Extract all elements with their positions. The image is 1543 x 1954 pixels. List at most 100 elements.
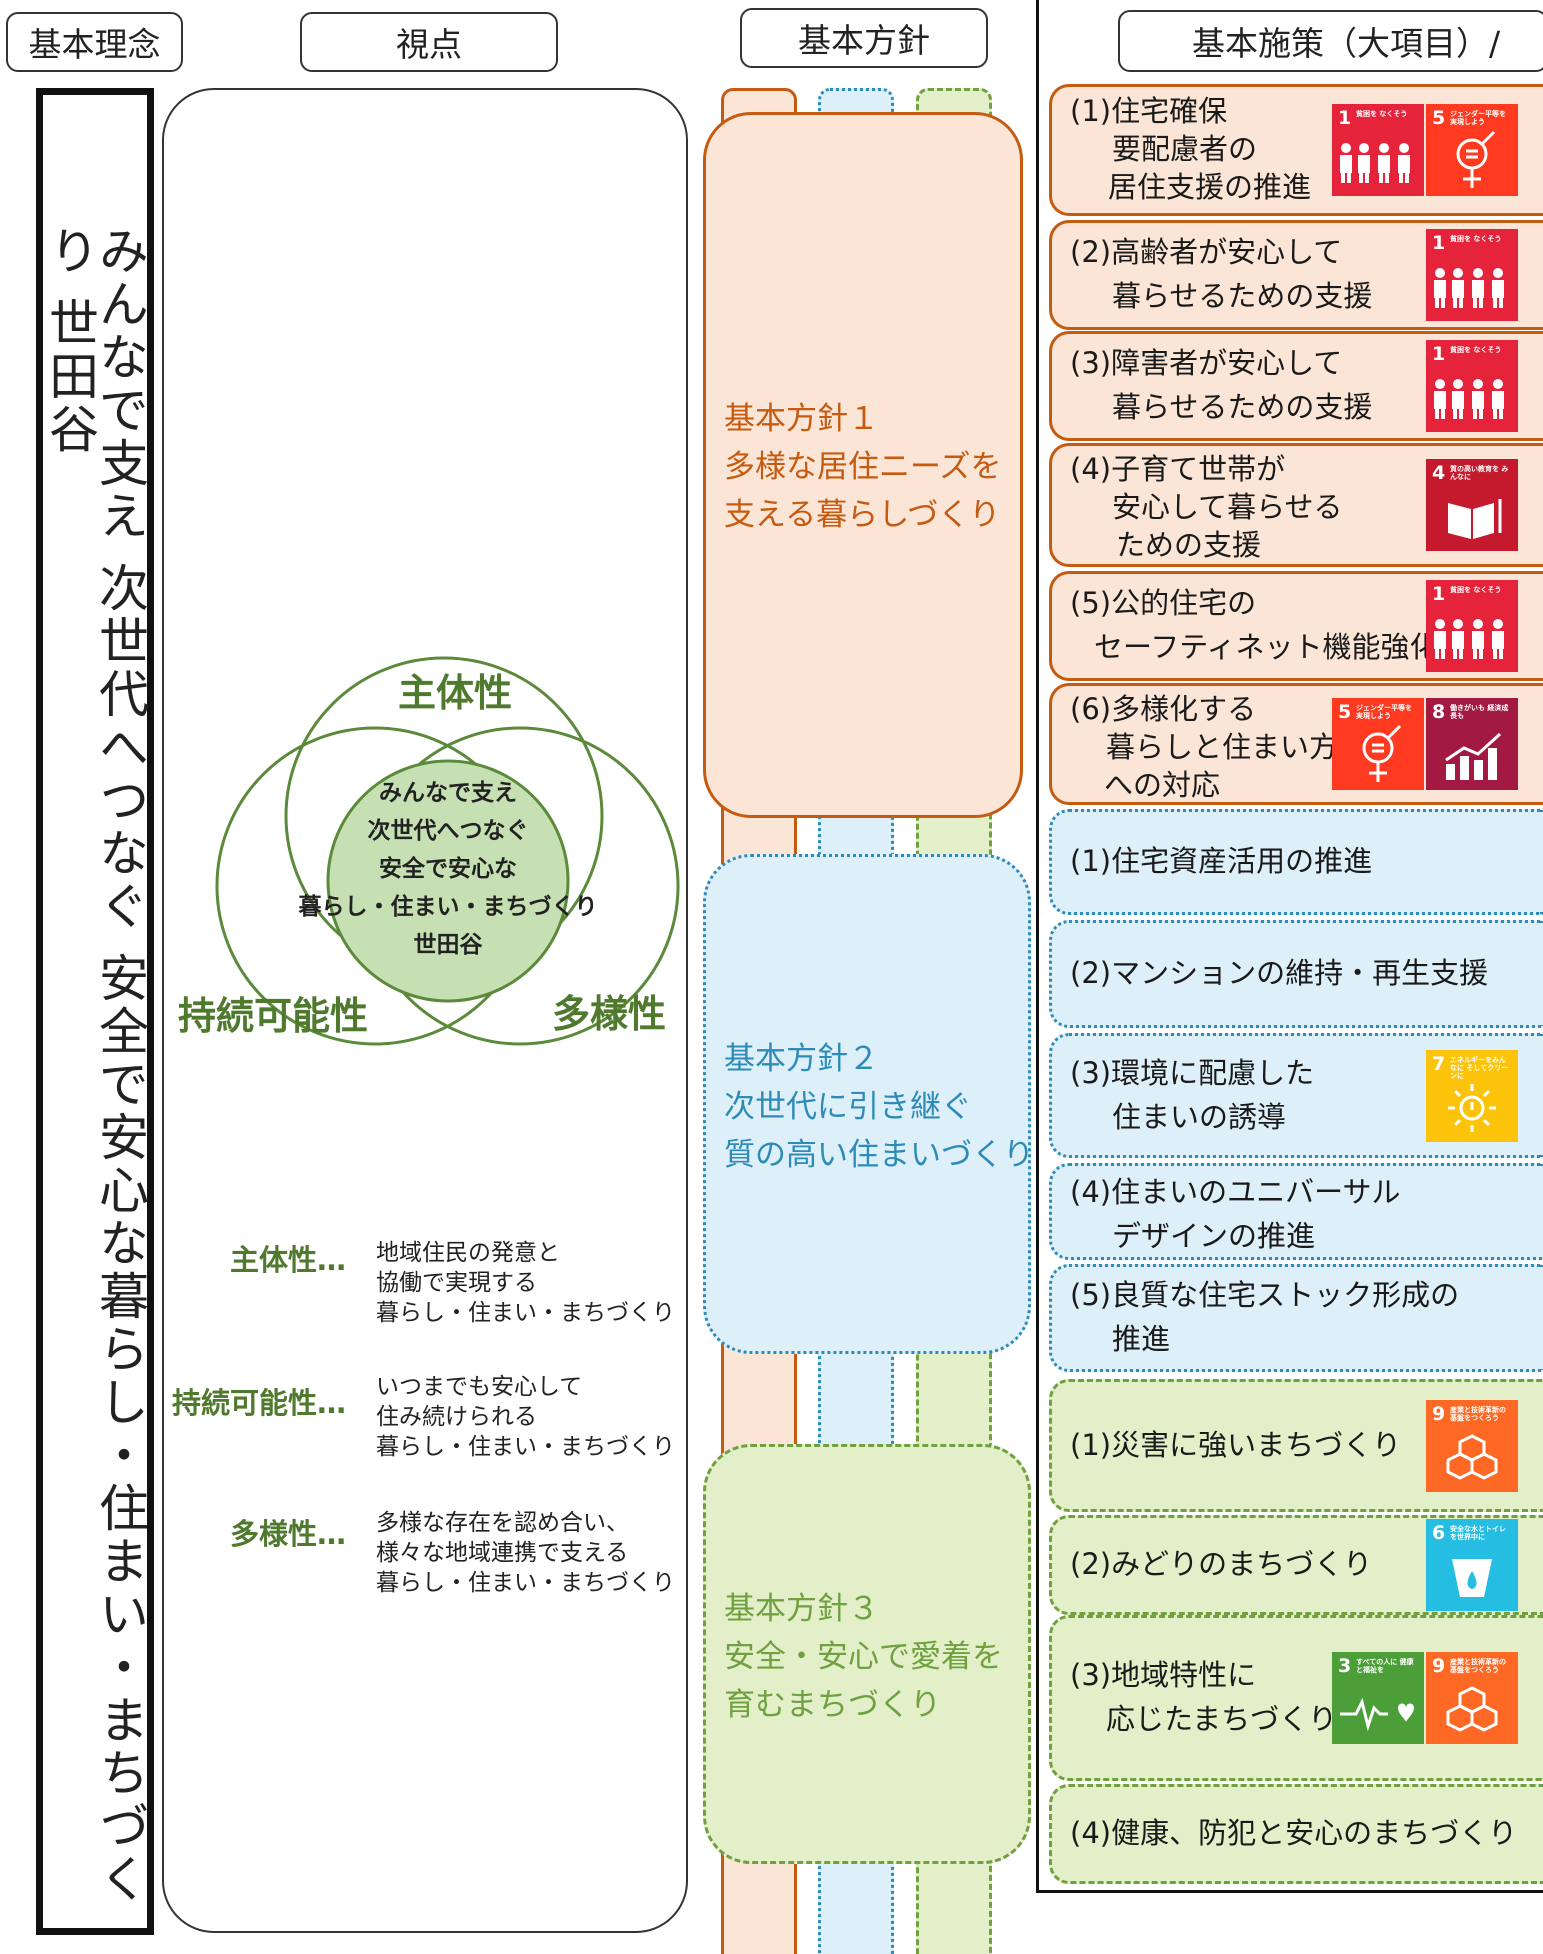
- sdg-label: エネルギーをみんなに そしてクリーンに: [1450, 1056, 1509, 1080]
- header-viewpoint: 視点: [300, 12, 558, 72]
- measure-line: (5)公的住宅の: [1070, 586, 1257, 620]
- sdg-number: 5: [1432, 107, 1446, 129]
- sdg-number: 5: [1338, 701, 1352, 723]
- sdg-goal-1-badge: 1 貧困を なくそう: [1426, 340, 1518, 432]
- measure-text: (2)高齢者が安心して暮らせるための支援: [1070, 230, 1372, 318]
- book-icon: [1448, 499, 1502, 539]
- viewpoint-desc-line: 住み続けられる: [376, 1404, 537, 1430]
- policy-line: 基本方針３: [724, 1591, 879, 1627]
- policy-line: 基本方針２: [724, 1041, 879, 1077]
- measure-text: (4)子育て世帯が安心して暮らせるための支援: [1070, 450, 1343, 564]
- sdg-label: 貧困を なくそう: [1450, 235, 1502, 243]
- measure-text: (1)住宅確保要配慮者の居住支援の推進: [1070, 92, 1311, 206]
- measure-text: (4)住まいのユニバーサルデザインの推進: [1070, 1170, 1401, 1258]
- sdg-label: 産業と技術革新の 基盤をつくろう: [1450, 1658, 1506, 1674]
- measure-line: (2)マンションの維持・再生支援: [1070, 956, 1489, 990]
- measure-text: (3)環境に配慮した住まいの誘導: [1070, 1051, 1314, 1139]
- water-icon: [1452, 1559, 1492, 1597]
- viewpoint-desc-line: 地域住民の発意と: [376, 1240, 560, 1266]
- sdg-number: 3: [1338, 1655, 1352, 1677]
- measure-line: (2)高齢者が安心して: [1070, 235, 1343, 269]
- policy-line: 多様な居住ニーズを: [724, 449, 1002, 485]
- measure-text: (3)地域特性に応じたまちづくり: [1070, 1653, 1337, 1741]
- measure-line: (1)住宅資産活用の推進: [1070, 844, 1373, 878]
- viewpoint-desc: 地域住民の発意と 協働で実現する 暮らし・住まい・まちづくり: [376, 1238, 675, 1328]
- sdg-label: 貧困を なくそう: [1356, 110, 1408, 118]
- venn-diagram: [215, 656, 680, 1046]
- measure-line: への対応: [1104, 768, 1221, 802]
- viewpoint-desc: 多様な存在を認め合い、 様々な地域連携で支える 暮らし・住まい・まちづくり: [376, 1508, 675, 1598]
- measure-line: (3)地域特性に: [1070, 1658, 1257, 1692]
- measure-text: (4)健康、防犯と安心のまちづくり: [1070, 1814, 1517, 1852]
- header-philosophy: 基本理念: [6, 12, 183, 72]
- viewpoint-term: 持続可能性…: [171, 1386, 346, 1420]
- measure-line: 住まいの誘導: [1112, 1100, 1287, 1134]
- sdg-label: 産業と技術革新の 基盤をつくろう: [1450, 1406, 1506, 1422]
- measure-line: 暮らせるための支援: [1112, 390, 1373, 424]
- sdg-label: 貧困を なくそう: [1450, 346, 1502, 354]
- viewpoint-desc-line: 様々な地域連携で支える: [376, 1540, 629, 1566]
- policy-line: 質の高い住まいづくり: [724, 1137, 1034, 1173]
- sdg-goal-1-badge: 1 貧困を なくそう: [1332, 104, 1424, 196]
- gender-icon: [1456, 130, 1496, 188]
- sdg-label: 安全な水とトイレ を世界中に: [1450, 1525, 1506, 1541]
- measure-text: (1)住宅資産活用の推進: [1070, 842, 1372, 880]
- measure-text: (3)障害者が安心して暮らせるための支援: [1070, 341, 1372, 429]
- venn-label-diversity: 多様性: [552, 992, 667, 1036]
- viewpoint-term: 主体性…: [229, 1243, 346, 1277]
- sun-icon: [1448, 1084, 1496, 1132]
- measure-text: (1)災害に強いまちづくり: [1070, 1426, 1401, 1464]
- venn-center-line: 次世代へつなぐ: [367, 818, 529, 844]
- measure-line: (3)環境に配慮した: [1070, 1056, 1315, 1090]
- viewpoint-desc-line: 暮らし・住まい・まちづくり: [376, 1300, 675, 1326]
- policy-line: 支える暮らしづくり: [724, 497, 1001, 533]
- measure-line: (4)住まいのユニバーサル: [1070, 1175, 1401, 1209]
- measure-item: (3)障害者が安心して暮らせるための支援 1 貧困を なくそう: [1049, 331, 1543, 441]
- viewpoint-desc-line: 多様な存在を認め合い、: [376, 1510, 629, 1536]
- venn-label-subjectivity: 主体性: [398, 671, 513, 715]
- venn-label-sustainability: 持続可能性: [178, 994, 369, 1038]
- cubes-icon: [1446, 1686, 1498, 1732]
- venn-center-line: みんなで支え: [379, 780, 517, 806]
- measure-line: 暮らしと住まい方: [1106, 730, 1339, 764]
- viewpoint-desc-line: 暮らし・住まい・まちづくり: [376, 1570, 675, 1596]
- policy-text: 基本方針３ 安全・安心で愛着を 育むまちづくり: [724, 1585, 1003, 1729]
- measure-text: (5)公的住宅のセーフティネット機能強化: [1070, 581, 1439, 669]
- header-policy: 基本方針: [740, 8, 988, 68]
- measure-line: 安心して暮らせる: [1112, 490, 1343, 524]
- measure-line: (1)災害に強いまちづくり: [1070, 1428, 1402, 1462]
- people-icon: [1434, 619, 1504, 659]
- policy-card-1: 基本方針１ 多様な居住ニーズを 支える暮らしづくり: [703, 112, 1023, 818]
- policy-line: 基本方針１: [724, 401, 879, 437]
- venn-center-line: 世田谷: [413, 932, 483, 958]
- sdg-number: 1: [1432, 343, 1446, 365]
- measure-item: (4)住まいのユニバーサルデザインの推進: [1049, 1163, 1543, 1260]
- measure-text: (6)多様化する暮らしと住まい方への対応: [1070, 690, 1338, 804]
- policy-card-3: 基本方針３ 安全・安心で愛着を 育むまちづくり: [703, 1444, 1031, 1864]
- viewpoint-desc: いつまでも安心して 住み続けられる 暮らし・住まい・まちづくり: [376, 1372, 675, 1462]
- sdg-label: ジェンダー平等を 実現しよう: [1450, 110, 1506, 126]
- measure-text: (5)良質な住宅ストック形成の推進: [1070, 1273, 1459, 1361]
- heartbeat-icon: [1340, 1697, 1414, 1732]
- measure-line: 推進: [1112, 1322, 1171, 1356]
- measure-line: (4)子育て世帯が: [1070, 452, 1286, 486]
- policy-text: 基本方針２ 次世代に引き継ぐ 質の高い住まいづくり: [724, 1035, 1034, 1179]
- viewpoint-term: 多様性…: [229, 1517, 346, 1551]
- venn-center-area: [326, 759, 570, 1003]
- sdg-number: 1: [1338, 107, 1352, 129]
- cubes-icon: [1446, 1434, 1498, 1480]
- sdg-label: ジェンダー平等を 実現しよう: [1356, 704, 1412, 720]
- measure-item: (5)良質な住宅ストック形成の推進: [1049, 1264, 1543, 1372]
